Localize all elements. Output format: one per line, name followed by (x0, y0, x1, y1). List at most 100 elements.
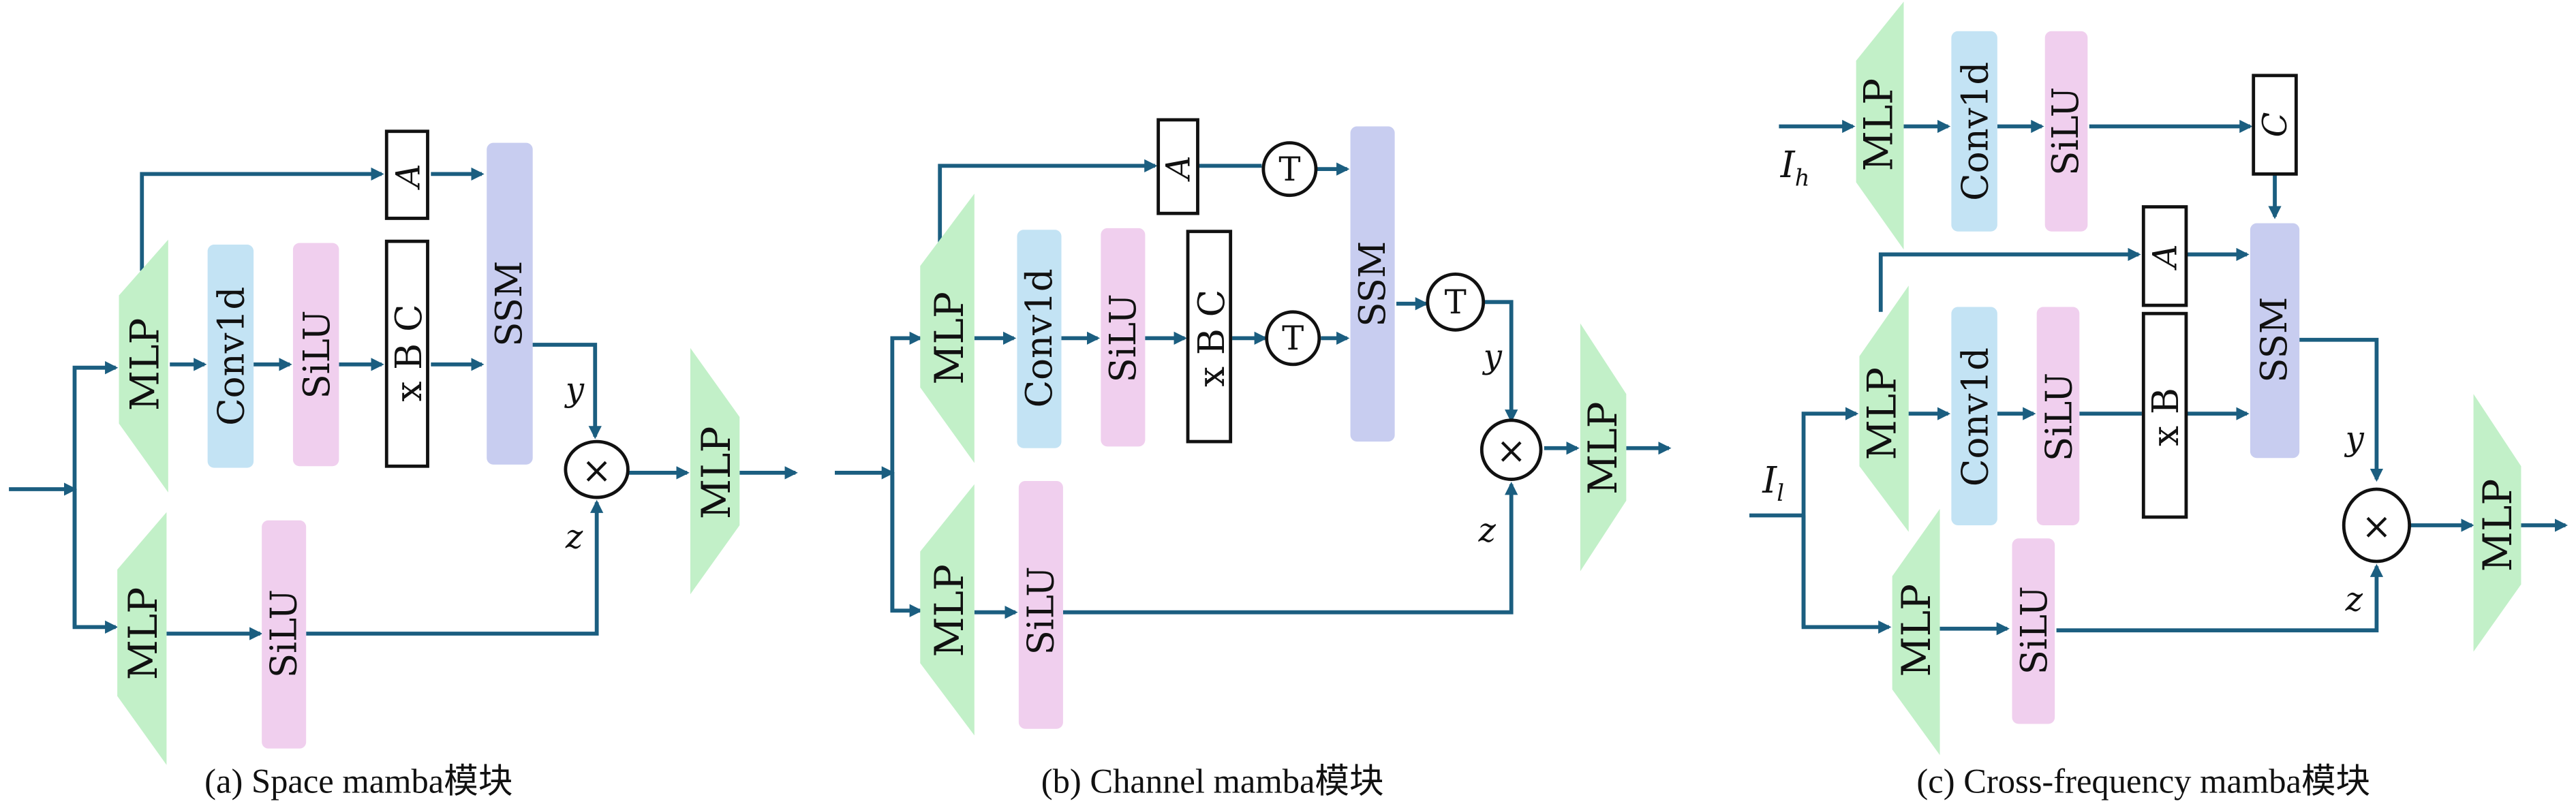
silu-block (1018, 480, 1063, 729)
arrow (140, 167, 384, 271)
ssm-label: SSM (489, 261, 530, 347)
silu-block (262, 520, 307, 749)
arrow (1062, 482, 1518, 615)
y-label: y (2344, 420, 2365, 458)
ssm-block (2250, 223, 2300, 459)
y-label: y (1482, 338, 1503, 376)
mlp-label: MLP (1580, 402, 1626, 495)
multiply-icon: × (1496, 430, 1526, 471)
conv1d-block (1017, 230, 1062, 448)
mlp-label: MLP (926, 292, 972, 385)
transpose-node (1261, 141, 1318, 198)
arrow (72, 361, 119, 627)
transpose-node (1265, 310, 1321, 367)
conv1d-label: Conv1d (1019, 268, 1060, 407)
mlp-label: MLP (121, 318, 168, 411)
mlp-block (690, 347, 740, 595)
ssm-label: SSM (1352, 241, 1394, 327)
a-label: A (389, 164, 427, 190)
xbc-box (384, 239, 429, 468)
mlp-block (1856, 1, 1904, 250)
mlp-block (1859, 285, 1909, 532)
xb-box (2141, 311, 2188, 519)
arrow (531, 343, 602, 439)
xbc-box (1186, 230, 1233, 444)
il-input-label: Il (1762, 460, 1784, 506)
arrow (1878, 247, 2141, 312)
xb-label: x B (2145, 388, 2187, 446)
conv1d-block (1951, 31, 1997, 232)
ssm-block (487, 142, 533, 465)
multiply-node (1479, 418, 1543, 481)
silu-label: SiLU (264, 589, 305, 678)
conv1d-label: Conv1d (1954, 347, 1996, 486)
arrow (890, 472, 923, 617)
a-param-box (2141, 205, 2188, 307)
silu-label: SiLU (2014, 586, 2055, 675)
multiply-node (2342, 487, 2412, 563)
z-label: z (2345, 580, 2363, 619)
mlp-block (1892, 508, 1940, 756)
silu-block (1101, 228, 1146, 447)
a-label: A (1159, 155, 1197, 182)
mlp-block (920, 484, 975, 736)
mlp-label: MLP (1856, 78, 1902, 172)
silu-block (2012, 538, 2055, 724)
y-label: y (564, 371, 585, 409)
conv1d-label: Conv1d (1954, 62, 1996, 201)
a-param-box (384, 129, 429, 220)
transpose-label: T (1282, 320, 1304, 358)
a-label: A (2146, 244, 2184, 270)
xbc-label: x B C (1191, 290, 1233, 387)
mlp-block (920, 193, 975, 463)
mlp-block (117, 512, 167, 765)
mlp-label: MLP (926, 564, 972, 657)
silu-label: SiLU (2038, 373, 2080, 461)
arrow (938, 159, 1158, 256)
mlp-block (119, 239, 168, 493)
conv1d-label: Conv1d (211, 287, 253, 426)
silu-block (2036, 307, 2080, 525)
mlp-label: MLP (1893, 584, 1939, 677)
silu-block (292, 243, 339, 467)
a-param-box (1156, 118, 1199, 215)
c-label: C (2256, 112, 2295, 138)
arrow (1483, 300, 1518, 423)
arrow (890, 331, 923, 611)
silu-label: SiLU (1103, 294, 1144, 382)
multiply-icon: × (581, 450, 611, 491)
z-label: z (1477, 512, 1496, 550)
xbc-label: x B C (388, 304, 430, 401)
arrow (306, 499, 604, 636)
silu-block (2044, 31, 2088, 232)
arrow (2299, 337, 2384, 482)
multiply-node (564, 439, 630, 499)
arrow (72, 489, 119, 634)
mlp-label: MLP (2474, 479, 2521, 572)
silu-label: SiLU (296, 310, 338, 399)
arrow (1801, 407, 1859, 627)
ssm-block (1350, 126, 1395, 442)
transpose-label: T (1445, 283, 1467, 322)
silu-label: SiLU (1020, 566, 1062, 655)
arrow (1801, 515, 1892, 634)
silu-label: SiLU (2045, 87, 2087, 176)
ih-input-label: Ih (1780, 144, 1810, 191)
transpose-node (1426, 272, 1486, 332)
multiply-icon: × (2361, 506, 2391, 547)
conv1d-block (1951, 307, 1997, 525)
c-param-box (2252, 74, 2298, 176)
transpose-label: T (1278, 151, 1300, 189)
mlp-label: MLP (120, 587, 166, 681)
panel-channel-mamba: MLP MLP Conv1d SiLU SiLU A x B C T T T S… (835, 118, 1672, 801)
z-label: z (565, 518, 583, 557)
caption: (c) Cross-frequency mamba模块 (1916, 762, 2370, 801)
conv1d-block (207, 244, 254, 468)
arrow (2056, 563, 2384, 633)
panel-space-mamba: MLP MLP Conv1d SiLU SiLU A x B C SSM y z… (9, 129, 798, 801)
mlp-label: MLP (693, 427, 739, 520)
caption: (b) Channel mamba模块 (1041, 762, 1384, 801)
panel-cross-frequency-mamba: MLP Conv1d SiLU C Ih Il MLP Conv1d SiLU … (1749, 1, 2569, 801)
ssm-label: SSM (2254, 297, 2295, 383)
